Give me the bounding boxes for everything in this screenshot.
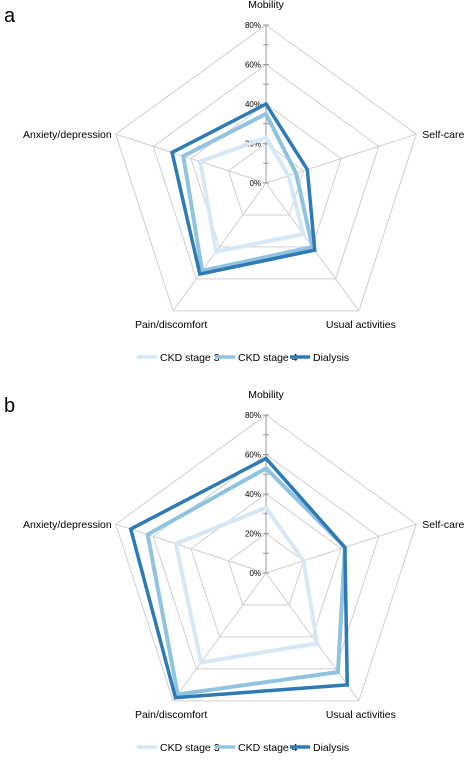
tick-label: 20% xyxy=(245,530,261,539)
grid-ring xyxy=(190,103,342,248)
tick-label: 40% xyxy=(245,100,261,109)
axis-label: Self-care xyxy=(422,129,464,141)
grid-ring xyxy=(152,63,380,280)
grid-ring xyxy=(115,414,417,702)
axis-label: Anxiety/depression xyxy=(23,519,112,531)
axis-label: Anxiety/depression xyxy=(23,129,112,141)
axis-spoke xyxy=(265,572,360,702)
axis-spoke xyxy=(265,133,417,184)
grid-ring xyxy=(115,24,417,312)
tick-label: 60% xyxy=(245,451,261,460)
series-line xyxy=(173,505,320,665)
legend-label: CKD stage 4 xyxy=(238,742,298,754)
axis-label: Usual activities xyxy=(326,319,396,331)
series-line xyxy=(170,101,317,277)
tick-label: 0% xyxy=(249,569,261,578)
axis-label: Pain/discomfort xyxy=(135,319,207,331)
tick-label: 60% xyxy=(245,61,261,70)
series-line xyxy=(128,456,350,700)
axis-spoke xyxy=(172,572,267,702)
tick-label: 0% xyxy=(249,179,261,188)
panel-label: a xyxy=(4,5,16,27)
legend-label: CKD stage 3 xyxy=(160,352,220,364)
axis-label: Mobility xyxy=(248,0,284,11)
panel-label: b xyxy=(4,395,15,417)
grid-ring xyxy=(190,493,342,638)
axis-label: Self-care xyxy=(422,519,464,531)
series-line xyxy=(181,111,315,274)
series-line xyxy=(197,135,306,255)
axis-spoke xyxy=(265,523,417,574)
series-line xyxy=(145,465,347,697)
axis-label: Mobility xyxy=(248,389,284,401)
tick-label: 40% xyxy=(245,490,261,499)
axis-spoke xyxy=(172,182,267,312)
legend-label: CKD stage 4 xyxy=(238,352,298,364)
axis-spoke xyxy=(115,523,267,574)
legend-label: Dialysis xyxy=(313,742,349,754)
axis-label: Usual activities xyxy=(326,709,396,721)
axis-label: Pain/discomfort xyxy=(135,709,207,721)
grid-ring xyxy=(227,142,305,216)
legend-label: Dialysis xyxy=(313,352,349,364)
grid-ring xyxy=(227,532,305,606)
tick-label: 80% xyxy=(245,21,261,30)
legend-label: CKD stage 3 xyxy=(160,742,220,754)
axis-spoke xyxy=(115,133,267,184)
tick-label: 80% xyxy=(245,411,261,420)
